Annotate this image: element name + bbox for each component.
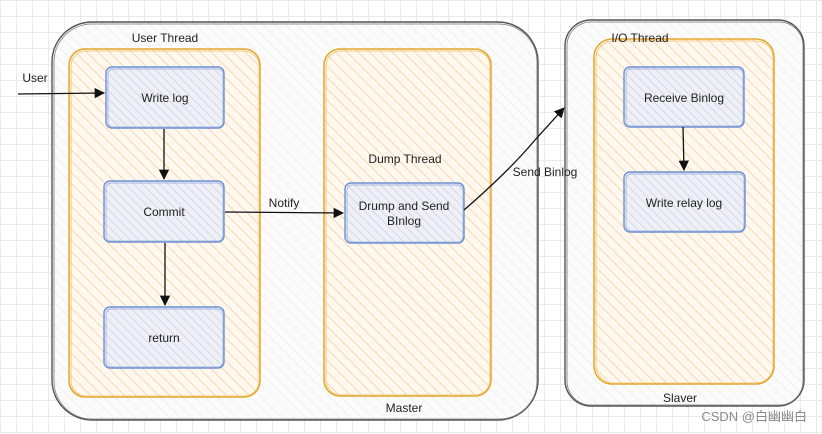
master-label: Master — [386, 401, 423, 415]
step-commit-label: Commit — [143, 205, 185, 219]
step-return-label: return — [148, 331, 179, 345]
step-dump-send-label-line2: BInlog — [387, 214, 421, 228]
step-dump-send-binlog: Drump and Send BInlog — [344, 182, 465, 244]
step-receive-binlog: Receive Binlog — [623, 66, 745, 128]
dump-thread-label: Dump Thread — [368, 152, 441, 166]
notify-label: Notify — [269, 196, 300, 210]
arrow-notify — [224, 207, 345, 219]
step-write-relay-log-label: Write relay log — [646, 196, 722, 210]
user-thread-label: User Thread — [132, 31, 198, 45]
step-write-relay-log: Write relay log — [623, 171, 746, 233]
step-receive-binlog-label: Receive Binlog — [644, 91, 724, 105]
step-write-log: Write log — [105, 66, 225, 129]
step-dump-send-label-line1: Drump and Send — [359, 199, 450, 213]
send-binlog-label: Send Binlog — [513, 165, 578, 179]
arrow-receive-to-relay — [678, 126, 689, 172]
csdn-watermark: CSDN @白幽幽白 — [701, 409, 807, 424]
slaver-label: Slaver — [663, 391, 697, 405]
arrow-send-binlog — [463, 107, 565, 211]
step-return: return — [103, 306, 225, 369]
step-write-log-label: Write log — [141, 91, 188, 105]
user-label: User — [22, 71, 47, 85]
io-thread-label: I/O Thread — [611, 31, 668, 45]
arrow-user-to-write-log — [17, 87, 106, 99]
step-commit: Commit — [103, 180, 225, 243]
